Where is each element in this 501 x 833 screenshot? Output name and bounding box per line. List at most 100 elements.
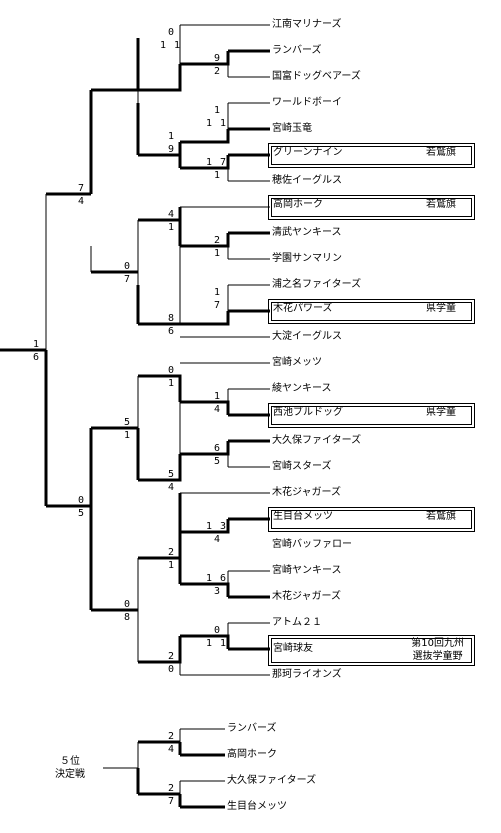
team-box: 宮崎球友 第10回九州 選抜学童野 bbox=[268, 635, 475, 666]
score: 0 bbox=[124, 261, 132, 272]
score: 7 bbox=[214, 300, 222, 311]
score: 1 3 bbox=[206, 521, 228, 532]
bracket-line bbox=[227, 155, 270, 182]
score: 2 bbox=[214, 66, 222, 77]
team-label: 宮崎メッツ bbox=[272, 357, 322, 368]
bracket-winner-line bbox=[180, 231, 270, 248]
bracket-winner-line bbox=[136, 285, 270, 326]
team-label: ランバーズ bbox=[227, 723, 277, 734]
score: 4 bbox=[214, 404, 222, 415]
team-box: 木花パワーズ 県学童 bbox=[268, 299, 475, 324]
team-label: 宮崎バッファロー bbox=[272, 539, 352, 550]
score: 4 bbox=[168, 744, 176, 755]
team-label: 学園サンマリン bbox=[272, 253, 342, 264]
bracket-winner-line bbox=[0, 348, 91, 508]
score: 8 bbox=[168, 313, 176, 324]
consolation-title-line: ５位 bbox=[60, 756, 80, 767]
bracket-winner-line bbox=[91, 38, 140, 92]
award-line: 第10回九州 bbox=[411, 638, 464, 649]
score: 7 bbox=[168, 796, 176, 807]
score: 1 bbox=[168, 131, 176, 142]
team-label: 大淀イーグルス bbox=[272, 331, 342, 342]
bracket-winner-line bbox=[138, 532, 270, 599]
bracket-line bbox=[179, 728, 225, 742]
consolation-title: ５位 決定戦 bbox=[48, 755, 92, 781]
bracket-winner-line bbox=[136, 103, 270, 170]
team-label: グリーンナイン bbox=[273, 147, 343, 158]
team-label: 生目台メッツ bbox=[227, 801, 287, 812]
score: 1 bbox=[214, 248, 222, 259]
bracket-line bbox=[227, 622, 270, 649]
score: 9 bbox=[214, 53, 222, 64]
team-label: 綾ヤンキース bbox=[272, 383, 332, 394]
team-label: 大久保ファイターズ bbox=[227, 775, 317, 786]
score: 0 bbox=[168, 27, 176, 38]
bracket-winner-line bbox=[89, 506, 138, 612]
team-box: 高岡ホーク 若鷲旗 bbox=[268, 195, 475, 220]
bracket-winner-line bbox=[138, 49, 270, 92]
team-label: 高岡ホーク bbox=[227, 749, 277, 760]
score: 6 bbox=[214, 443, 222, 454]
score: 3 bbox=[214, 586, 222, 597]
team-label: 生目台メッツ bbox=[273, 511, 333, 522]
bracket-winner-line bbox=[138, 207, 182, 246]
bracket-winner-line bbox=[46, 90, 138, 274]
score: 2 bbox=[168, 731, 176, 742]
score: 5 bbox=[214, 456, 222, 467]
score: 9 bbox=[168, 144, 176, 155]
team-label: 那珂ライオンズ bbox=[272, 669, 342, 680]
score: 4 bbox=[214, 534, 222, 545]
bracket-line bbox=[227, 388, 270, 415]
bracket-winner-line bbox=[89, 426, 138, 506]
bracket-winner-line bbox=[138, 634, 270, 664]
score: 1 bbox=[214, 287, 222, 298]
bracket-line bbox=[179, 780, 225, 794]
score: 1 bbox=[214, 391, 222, 402]
award-label: 若鷲旗 bbox=[426, 511, 456, 522]
team-label: ランバーズ bbox=[272, 45, 322, 56]
score: 2 bbox=[214, 235, 222, 246]
score: 0 bbox=[214, 625, 222, 636]
bracket-winner-line bbox=[180, 127, 270, 144]
score: 4 bbox=[168, 209, 176, 220]
score: 0 bbox=[124, 599, 132, 610]
score: 8 bbox=[124, 612, 132, 623]
team-box: グリーンナイン 若鷲旗 bbox=[268, 143, 475, 168]
team-label: 江南マリナーズ bbox=[272, 19, 342, 30]
award-label: 第10回九州 選抜学童野 bbox=[411, 637, 464, 663]
bracket-winner-line bbox=[138, 374, 270, 417]
score: 1 bbox=[168, 222, 176, 233]
award-line: 選抜学童野 bbox=[412, 651, 463, 662]
team-label: 国富ドッグベアーズ bbox=[272, 71, 361, 82]
team-label: 西池ブルドッグ bbox=[273, 407, 343, 418]
score: 4 bbox=[168, 482, 176, 493]
score: 2 bbox=[168, 783, 176, 794]
score: 5 bbox=[124, 417, 132, 428]
score: 7 bbox=[78, 183, 86, 194]
score: 1 1 bbox=[206, 118, 228, 129]
score: 1 bbox=[168, 378, 176, 389]
bracket-line bbox=[227, 51, 270, 78]
bracket-winner-line bbox=[138, 740, 225, 757]
team-label: 宮崎玉竜 bbox=[272, 123, 312, 134]
score: 0 bbox=[168, 365, 176, 376]
bracket-line bbox=[227, 102, 270, 129]
score: 1 7 bbox=[206, 157, 228, 168]
score: 0 bbox=[168, 664, 176, 675]
bracket-line bbox=[227, 233, 270, 260]
score: 7 bbox=[124, 274, 132, 285]
score: 1 bbox=[33, 339, 41, 350]
team-box: 西池ブルドッグ 県学童 bbox=[268, 403, 475, 428]
bracket-line bbox=[227, 441, 270, 468]
team-label: 木花ジャガーズ bbox=[272, 487, 341, 498]
score: 1 bbox=[168, 560, 176, 571]
score: 1 1 bbox=[160, 40, 182, 51]
score: 1 bbox=[214, 105, 222, 116]
bracket-winner-line bbox=[136, 768, 225, 809]
award-label: 県学童 bbox=[426, 407, 456, 418]
team-label: 穂佐イーグルス bbox=[272, 175, 342, 186]
bracket-line bbox=[227, 284, 270, 311]
bracket-line bbox=[227, 570, 270, 597]
award-label: 若鷲旗 bbox=[426, 199, 456, 210]
team-label: アトム２１ bbox=[272, 617, 322, 628]
